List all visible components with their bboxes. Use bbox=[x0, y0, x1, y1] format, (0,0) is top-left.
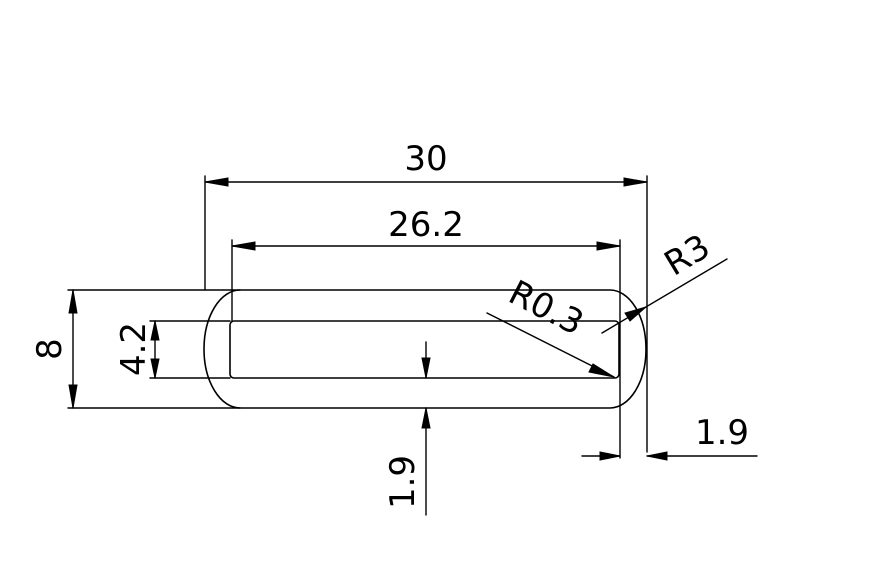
dimension-text-overall-height: 8 bbox=[30, 338, 70, 360]
leader-inner-radius: R0.3 bbox=[486, 273, 615, 378]
dimension-text-bottom-wall: 1.9 bbox=[383, 455, 423, 509]
dimension-text-inner-height: 4.2 bbox=[114, 322, 154, 376]
dimension-side-wall: 1.9 bbox=[581, 413, 758, 461]
dimension-text-side-wall: 1.9 bbox=[695, 413, 749, 453]
dimension-text-inner-width: 26.2 bbox=[388, 205, 464, 245]
dimension-text-outer-radius: R3 bbox=[658, 227, 717, 285]
dimension-overall-height: 8 bbox=[30, 289, 241, 409]
leader-outer-radius: R3 bbox=[601, 227, 728, 334]
dimension-overall-width: 30 bbox=[204, 139, 648, 453]
dimension-bottom-wall: 1.9 bbox=[383, 341, 431, 516]
dimension-inner-height: 4.2 bbox=[114, 320, 231, 379]
outer-outline bbox=[203, 289, 647, 409]
dimension-text-overall-width: 30 bbox=[404, 139, 447, 179]
dimension-inner-width: 26.2 bbox=[231, 205, 621, 459]
dimension-text-inner-radius: R0.3 bbox=[502, 273, 589, 344]
